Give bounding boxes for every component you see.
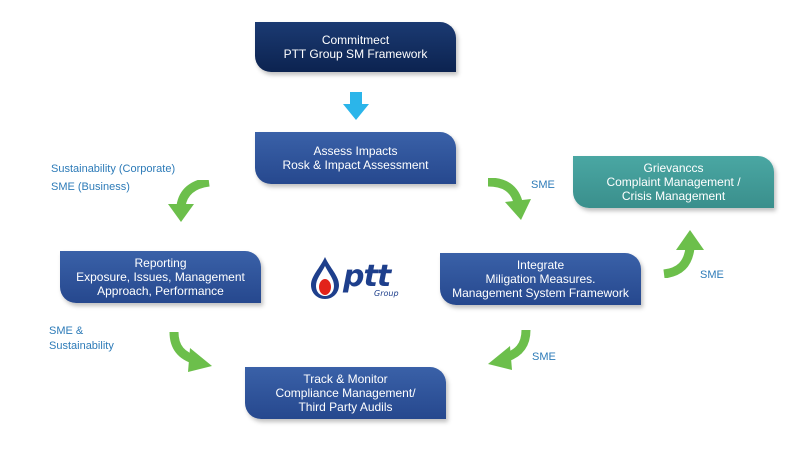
assess-impacts-box: Assess Impacts Rosk & Impact Assessment <box>255 132 456 184</box>
integrate-line2: Miligation Measures. <box>485 272 596 286</box>
sustainability-corporate-label: Sustainability (Corporate) <box>51 163 176 175</box>
ptt-brand-text: ptt <box>343 259 391 294</box>
sme-assess-integrate-label: SME <box>531 179 555 191</box>
grievances-box: Grievanccs Complaint Management / Crisis… <box>573 156 774 208</box>
reporting-box: Reporting Exposure, Issues, Management A… <box>60 251 261 303</box>
integrate-title: Integrate <box>516 258 565 272</box>
sme-grievance-label: SME <box>700 269 724 281</box>
grievances-line3: Crisis Management <box>621 189 726 203</box>
commitment-subtitle: PTT Group SM Framework <box>283 47 428 61</box>
grievances-line2: Complaint Management / <box>606 175 741 189</box>
integrate-line3: Management System Framework <box>452 286 629 300</box>
sme-sustainability-label-1: SME & <box>49 325 84 337</box>
assess-subtitle: Rosk & Impact Assessment <box>282 158 429 172</box>
sme-integrate-track-label: SME <box>532 351 556 363</box>
track-monitor-box: Track & Monitor Compliance Management/ T… <box>245 367 446 419</box>
integrate-box: Integrate Miligation Measures. Managemen… <box>440 253 641 305</box>
track-title: Track & Monitor <box>303 372 388 386</box>
grievances-title: Grievanccs <box>643 161 704 175</box>
commitment-title: Commitmect <box>321 33 390 47</box>
green-curved-arrow-icon <box>663 230 704 278</box>
ptt-flame-drop-icon <box>311 257 339 299</box>
green-curved-arrow-icon <box>169 331 212 372</box>
track-line3: Third Party Audils <box>298 400 393 414</box>
commitment-box: Commitmect PTT Group SM Framework <box>255 22 456 72</box>
green-curved-arrow-icon <box>488 329 531 370</box>
sme-sustainability-label-2: Sustainability <box>49 340 114 352</box>
green-curved-arrow-icon <box>487 178 531 220</box>
green-curved-arrow-icon <box>168 180 210 222</box>
reporting-line2: Exposure, Issues, Management <box>76 270 245 284</box>
track-line2: Compliance Management/ <box>275 386 416 400</box>
assess-title: Assess Impacts <box>313 144 398 158</box>
reporting-line3: Approach, Performance <box>97 284 224 298</box>
ptt-group-text: Group <box>374 289 399 298</box>
ptt-group-logo: ptt Group <box>308 256 408 302</box>
cyan-down-arrow-icon <box>343 92 369 120</box>
sme-business-label: SME (Business) <box>51 181 130 193</box>
reporting-title: Reporting <box>134 256 187 270</box>
